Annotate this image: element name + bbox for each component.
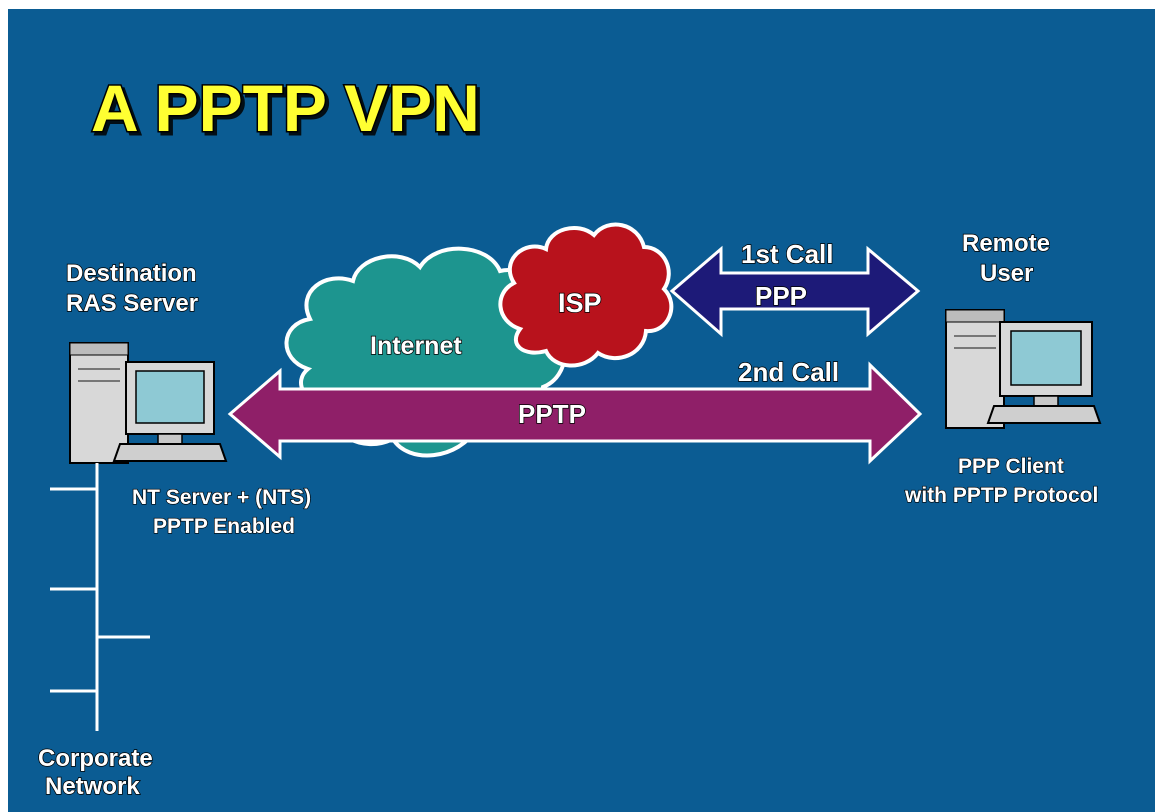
server-caption-line1: NT Server + (NTS) <box>132 486 311 509</box>
server-computer-icon <box>69 342 228 464</box>
first-call-label: 1st Call <box>741 239 834 269</box>
ppp-label: PPP <box>755 281 807 311</box>
page-title: A PPTP VPN <box>91 71 480 145</box>
remote-label-line1: Remote <box>962 230 1050 257</box>
pptp-arrow <box>227 361 923 465</box>
remote-computer-icon <box>945 309 1102 429</box>
network-label-line1: Corporate <box>38 745 153 772</box>
server-label-line2: RAS Server <box>66 290 198 317</box>
ppp-arrow <box>669 245 921 338</box>
network-label-line2: Network <box>45 773 140 800</box>
pptp-diagram: A PPTP VPN Internet ISP 1st Call PPP 2nd… <box>37 70 1102 801</box>
pptp-label: PPTP <box>518 399 586 429</box>
server-caption-line2: PPTP Enabled <box>153 515 295 538</box>
isp-cloud-icon <box>498 222 674 368</box>
server-label-line1: Destination <box>66 260 197 287</box>
internet-label: Internet <box>370 332 462 360</box>
diagram-canvas: A PPTP VPN Internet ISP 1st Call PPP 2nd… <box>8 9 1155 812</box>
corporate-network-line <box>50 463 150 731</box>
second-call-label: 2nd Call <box>738 357 839 387</box>
remote-label-line2: User <box>980 260 1033 287</box>
remote-caption-line2: with PPTP Protocol <box>904 484 1098 507</box>
isp-label: ISP <box>558 288 602 318</box>
remote-caption-line1: PPP Client <box>958 455 1064 478</box>
